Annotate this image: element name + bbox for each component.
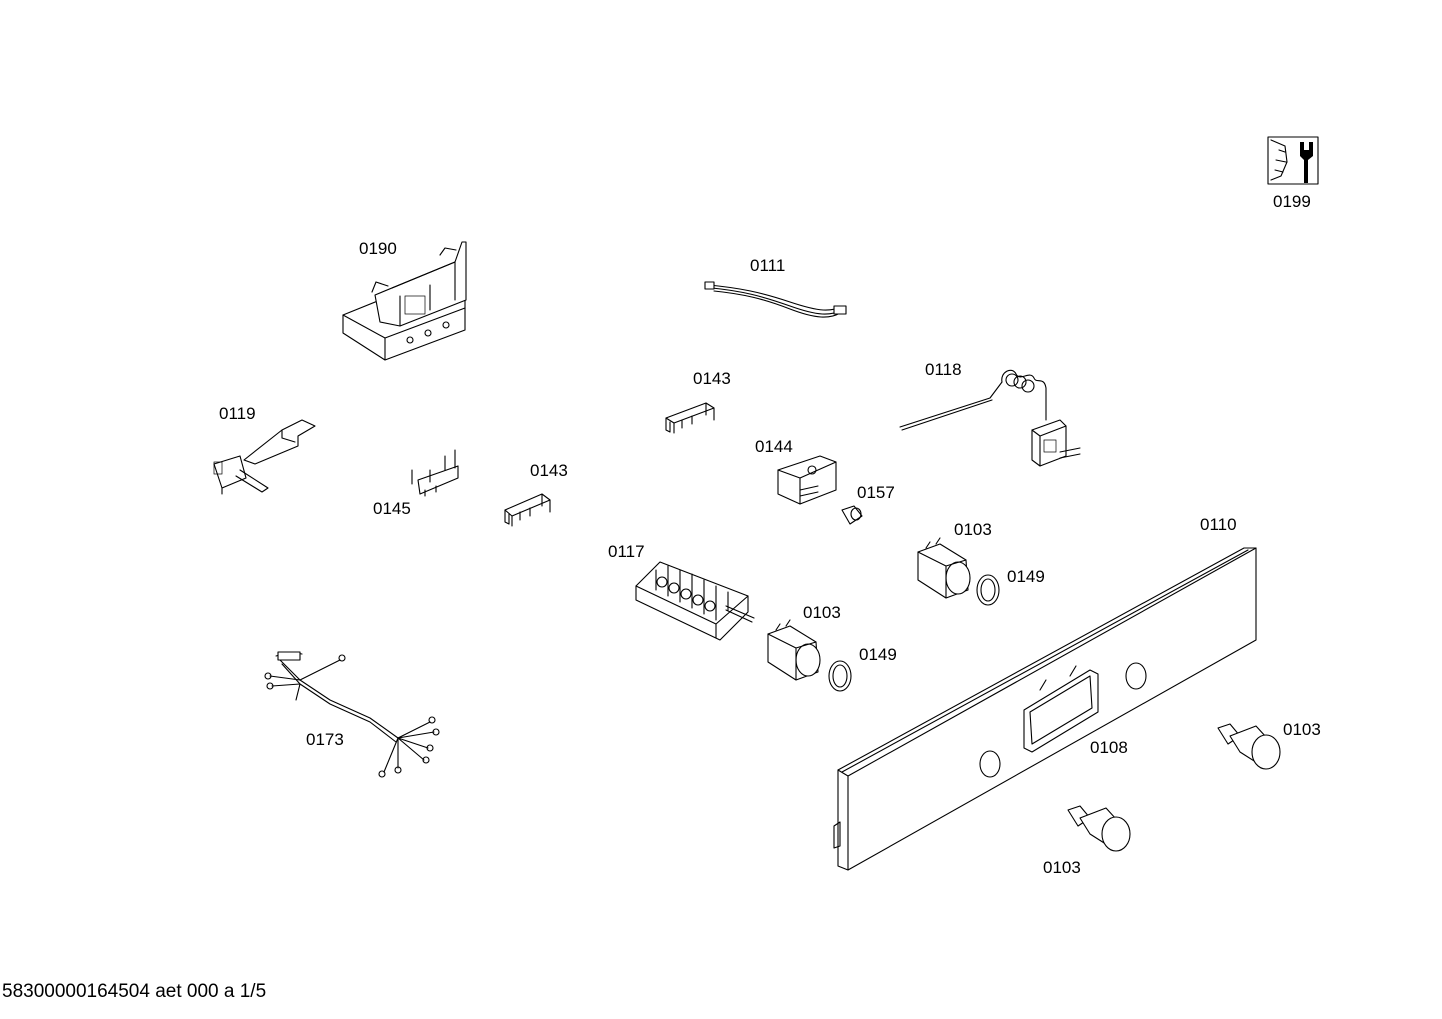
label-0108: 0108 [1090,738,1128,757]
service-tools-icon [1267,136,1319,185]
part-0117-selector-switch [635,561,755,641]
label-0190: 0190 [359,239,397,258]
label-0103-upper: 0103 [954,520,992,539]
label-0145: 0145 [373,499,411,518]
part-0103-knob-bottom [1067,805,1131,852]
label-0157: 0157 [857,483,895,502]
part-0103-knob-body-lower [767,619,821,681]
part-0144-holder [777,455,837,505]
part-0145-clip [411,449,459,497]
part-0173-wiring-harness [264,651,440,778]
label-0143-lower: 0143 [530,461,568,480]
document-id-footer: 58300000164504 aet 000 a 1/5 [2,981,267,1002]
part-0149-ring-lower [828,660,852,692]
label-0110: 0110 [1200,515,1237,534]
label-0117: 0117 [608,542,645,561]
label-0118: 0118 [925,360,962,379]
label-0103-bottom: 0103 [1043,858,1081,877]
label-0144: 0144 [755,437,793,456]
label-0111: 0111 [750,256,786,275]
label-0119: 0119 [219,404,256,423]
part-0190-control-module [342,241,467,361]
part-0108-display [1023,665,1099,753]
part-0119-bracket [213,419,316,495]
part-0103-knob-right [1217,723,1281,770]
label-0173: 0173 [306,730,344,749]
part-0143-clip-upper [665,402,715,434]
label-0103-lower: 0103 [803,603,841,622]
label-0143-upper: 0143 [693,369,731,388]
label-0103-right: 0103 [1283,720,1321,739]
label-0199: 0199 [1273,192,1311,211]
part-0118-thermostat [899,369,1081,467]
part-0111-ribbon-cable [704,281,847,318]
part-0103-knob-body-upper [917,537,971,599]
part-0143-clip-lower [504,493,551,527]
label-0149-lower: 0149 [859,645,897,664]
part-0149-ring-upper [976,574,1000,606]
label-0149-upper: 0149 [1007,567,1045,586]
part-0157-lamp [841,505,863,525]
